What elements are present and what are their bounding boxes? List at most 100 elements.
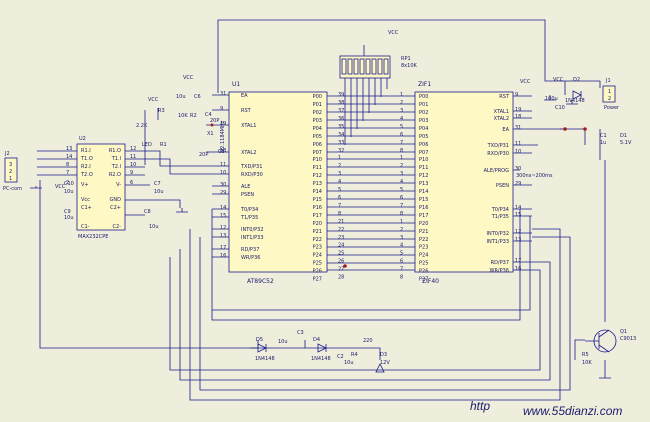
u1-p1-pin-number: 3 bbox=[338, 171, 341, 177]
u1-p0-pin-number: 35 bbox=[338, 124, 344, 130]
zif-p1-pin-number: 2 bbox=[400, 163, 403, 169]
u1-p1-pin-number: 2 bbox=[338, 163, 341, 169]
u1-p1-pin-number: 8 bbox=[338, 211, 341, 217]
c2-value: 10u bbox=[344, 360, 354, 366]
vcc-label-j1: VCC bbox=[553, 77, 564, 83]
u2-pin-number: 8 bbox=[66, 162, 69, 168]
u1-p1-pin-name: P11 bbox=[313, 165, 322, 171]
c7-value: 10u bbox=[154, 189, 164, 195]
u2-pin-name: T1.I bbox=[111, 156, 121, 162]
zif-p0-pin-name: P06 bbox=[419, 142, 428, 148]
u1-pin-number: 30 bbox=[220, 182, 226, 188]
c10b-ref: C10 bbox=[555, 105, 565, 111]
pccom-label: PC-com bbox=[3, 186, 22, 192]
u1-p2-pin-number: 25 bbox=[338, 251, 344, 257]
u2-pin-number: 11 bbox=[130, 154, 136, 160]
c10-ref: C10 bbox=[64, 181, 74, 187]
c7-ref: C7 bbox=[154, 181, 161, 187]
c6-value: 10u bbox=[176, 94, 186, 100]
u1-p0-pin-number: 39 bbox=[338, 92, 344, 98]
u2-pin-number: 14 bbox=[66, 154, 72, 160]
u1-pin-name: XTAL2 bbox=[241, 150, 256, 156]
q1-ref: Q1 bbox=[620, 329, 627, 335]
zif-pin-number: 19 bbox=[515, 107, 521, 113]
zif-pin-number: 17 bbox=[515, 258, 521, 264]
u1-p2-pin-number: 28 bbox=[338, 274, 344, 280]
u1-part: AT89C52 bbox=[247, 278, 274, 285]
r1-ref: R1 bbox=[160, 142, 167, 148]
rp1-body bbox=[339, 55, 391, 79]
u2-pin-name: R2.I bbox=[81, 164, 91, 170]
zif-p1-pin-name: P12 bbox=[419, 173, 428, 179]
zif-pin-number: 30 bbox=[515, 166, 521, 172]
u1-p0-pin-name: P05 bbox=[313, 134, 322, 140]
zif-p0-pin-name: P05 bbox=[419, 134, 428, 140]
u1-pin-name: EA bbox=[241, 93, 248, 99]
u1-pin-name: INT0/P32 bbox=[241, 227, 264, 233]
u1-pin-name: RST bbox=[241, 108, 252, 114]
zif-p2-pin-name: P22 bbox=[419, 237, 428, 243]
zif-pin-name: PSEN bbox=[496, 183, 509, 189]
c9-ref: C9 bbox=[64, 209, 71, 215]
zif-p2-pin-name: P24 bbox=[419, 253, 428, 259]
j1-pin-1: 1 bbox=[608, 89, 611, 95]
zif-p0-pin-name: P04 bbox=[419, 126, 428, 132]
zif-p2-pin-name: P25 bbox=[419, 261, 428, 267]
c5-value: 20P bbox=[199, 152, 208, 158]
zif-p0-pin-number: 1 bbox=[400, 92, 403, 98]
d1-ref: D1 bbox=[620, 133, 627, 139]
zif-p1-pin-name: P10 bbox=[419, 157, 428, 163]
u1-p2-pin-number: 22 bbox=[338, 227, 344, 233]
zif-pin-name: RXD/P30 bbox=[487, 151, 509, 157]
zif-p2-pin-number: 4 bbox=[400, 243, 403, 249]
u1-pin-name: T1/P35 bbox=[240, 215, 258, 221]
vcc-label-power: VCC bbox=[520, 79, 531, 85]
vcc-label-c6: VCC bbox=[183, 75, 194, 81]
rp1-elements bbox=[341, 58, 389, 75]
zif-p0-pin-number: 7 bbox=[400, 140, 403, 146]
zif-pin-number: 14 bbox=[515, 205, 521, 211]
u1-p2-pin-name: P20 bbox=[313, 221, 322, 227]
c10-value: 10u bbox=[64, 189, 74, 195]
q1-transistor bbox=[585, 329, 617, 353]
u1-pin-name: TXD/P31 bbox=[240, 164, 262, 170]
r2-ref: R2 bbox=[190, 113, 197, 119]
zif-p1-pin-number: 7 bbox=[400, 203, 403, 209]
u1-p1-pin-name: P10 bbox=[313, 157, 322, 163]
r5-value: 10K bbox=[582, 360, 592, 366]
zif-pin-name: RST bbox=[499, 94, 510, 100]
u1-p0-pin-name: P01 bbox=[313, 102, 322, 108]
u1-pin-number: 14 bbox=[220, 205, 226, 211]
zif-pin-name: XTAL2 bbox=[494, 116, 509, 122]
d4-value: 1N4148 bbox=[311, 356, 331, 362]
u1-p1-pin-name: P13 bbox=[313, 181, 322, 187]
zif-p1-pin-name: P17 bbox=[419, 213, 428, 219]
u1-p2-pin-name: P24 bbox=[313, 253, 322, 259]
junctions bbox=[210, 123, 587, 268]
u1-pin-name: RD/P37 bbox=[241, 247, 259, 253]
c3-ref: C3 bbox=[297, 330, 304, 336]
watermark-http: http bbox=[470, 399, 490, 413]
u2-ref: U2 bbox=[79, 136, 86, 142]
r3-value: 2.2K bbox=[136, 123, 148, 129]
zif-pin-number: 9 bbox=[515, 92, 518, 98]
u1-pin-number: 12 bbox=[220, 225, 226, 231]
u2-pin-name: C1- bbox=[81, 224, 90, 230]
zif-p0-pin-name: P00 bbox=[419, 94, 428, 100]
zif-p2-pin-name: P23 bbox=[419, 245, 428, 251]
u1-p1-pin-number: 7 bbox=[338, 203, 341, 209]
u1-p1-pin-number: 4 bbox=[338, 179, 341, 185]
u1-p0-pin-number: 33 bbox=[338, 140, 344, 146]
rp1-value: 8x10K bbox=[401, 63, 418, 69]
u1-p2-pin-name: P21 bbox=[313, 229, 322, 235]
vcc-label-c7: VCC bbox=[55, 184, 66, 190]
zif-ale-note: 300ns~200ms bbox=[516, 173, 553, 179]
power-label: Power bbox=[604, 105, 620, 111]
u1-p2-pin-number: 23 bbox=[338, 235, 344, 241]
c2-ref: C2 bbox=[337, 354, 344, 360]
u2-pin-name: R1.O bbox=[109, 148, 121, 154]
u1-pin-name: ALE bbox=[241, 184, 250, 190]
